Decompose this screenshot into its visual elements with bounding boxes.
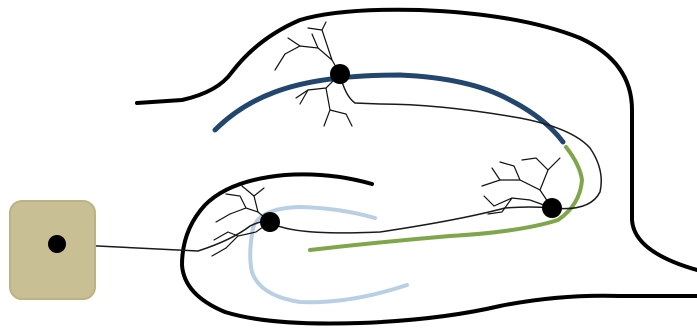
inner-fold-outline: [182, 174, 697, 323]
outer-outline: [137, 10, 697, 270]
neuron-middle: [260, 212, 280, 232]
neuron-upper: [330, 64, 350, 84]
neuron-right: [542, 198, 562, 218]
ca-layer-top: [215, 75, 563, 142]
neuron-source: [48, 235, 66, 253]
